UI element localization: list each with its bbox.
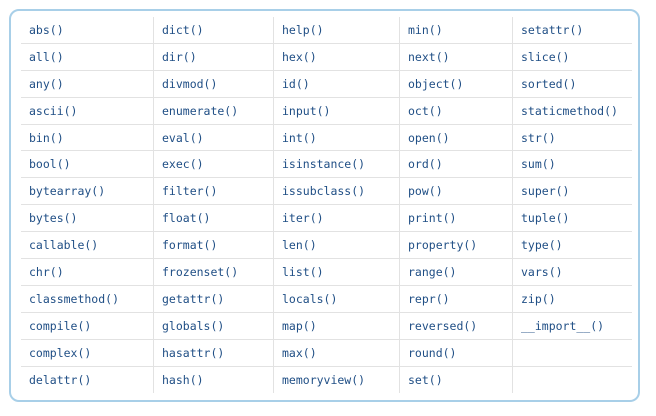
function-link-divmod[interactable]: divmod() — [154, 70, 274, 98]
function-link-staticmethod[interactable]: staticmethod() — [513, 98, 632, 125]
function-link-property[interactable]: property() — [400, 232, 513, 260]
function-link-type[interactable]: type() — [513, 232, 632, 260]
function-link-id[interactable]: id() — [274, 70, 400, 98]
function-link-format[interactable]: format() — [154, 232, 274, 260]
function-link-open[interactable]: open() — [400, 124, 513, 152]
function-link-input[interactable]: input() — [274, 97, 400, 125]
function-link-len[interactable]: len() — [274, 232, 400, 260]
builtin-functions-table: abs()dict()help()min()setattr() all()dir(… — [9, 9, 640, 402]
function-link-compile[interactable]: compile() — [21, 312, 154, 340]
function-link-bool[interactable]: bool() — [21, 151, 154, 179]
function-link-oct[interactable]: oct() — [400, 97, 513, 125]
function-link-chr[interactable]: chr() — [21, 259, 154, 286]
function-link-print[interactable]: print() — [400, 205, 513, 233]
function-link-callable[interactable]: callable() — [21, 232, 154, 260]
function-link-setattr[interactable]: setattr() — [513, 17, 632, 44]
function-link-sorted[interactable]: sorted() — [513, 71, 632, 98]
function-link-int[interactable]: int() — [274, 124, 400, 152]
function-link-bytearray[interactable]: bytearray() — [21, 178, 154, 206]
function-link-zip[interactable]: zip() — [513, 286, 632, 313]
function-link-slice[interactable]: slice() — [513, 44, 632, 71]
function-link-repr[interactable]: repr() — [400, 285, 513, 313]
function-link-delattr[interactable]: delattr() — [21, 366, 154, 394]
function-link-set[interactable]: set() — [400, 366, 513, 394]
function-link-round[interactable]: round() — [400, 339, 513, 367]
function-link-str[interactable]: str() — [513, 125, 632, 152]
function-link-filter[interactable]: filter() — [154, 178, 274, 206]
function-link-bin[interactable]: bin() — [21, 124, 154, 152]
function-link-locals[interactable]: locals() — [274, 285, 400, 313]
function-link-iter[interactable]: iter() — [274, 205, 400, 233]
function-link-eval[interactable]: eval() — [154, 124, 274, 152]
function-link-complex[interactable]: complex() — [21, 339, 154, 367]
empty-cell — [513, 340, 632, 367]
function-link-min[interactable]: min() — [400, 17, 513, 44]
function-link-any[interactable]: any() — [21, 70, 154, 98]
function-link-abs[interactable]: abs() — [21, 17, 154, 44]
function-link-globals[interactable]: globals() — [154, 312, 274, 340]
function-link-next[interactable]: next() — [400, 43, 513, 71]
function-link-bytes[interactable]: bytes() — [21, 205, 154, 233]
function-link-sum[interactable]: sum() — [513, 151, 632, 179]
function-link-tuple[interactable]: tuple() — [513, 205, 632, 233]
function-link-range[interactable]: range() — [400, 259, 513, 286]
function-link-frozenset[interactable]: frozenset() — [154, 259, 274, 286]
function-link-dir[interactable]: dir() — [154, 43, 274, 71]
function-link-import[interactable]: __import__() — [513, 313, 632, 340]
function-link-exec[interactable]: exec() — [154, 151, 274, 179]
function-link-isinstance[interactable]: isinstance() — [274, 151, 400, 179]
function-link-hash[interactable]: hash() — [154, 366, 274, 394]
function-link-classmethod[interactable]: classmethod() — [21, 285, 154, 313]
function-link-hasattr[interactable]: hasattr() — [154, 339, 274, 367]
function-link-max[interactable]: max() — [274, 339, 400, 367]
function-link-float[interactable]: float() — [154, 205, 274, 233]
function-link-dict[interactable]: dict() — [154, 17, 274, 44]
function-link-list[interactable]: list() — [274, 259, 400, 286]
function-link-memoryview[interactable]: memoryview() — [274, 366, 400, 394]
function-link-hex[interactable]: hex() — [274, 43, 400, 71]
function-link-issubclass[interactable]: issubclass() — [274, 178, 400, 206]
empty-cell — [513, 367, 632, 394]
function-link-object[interactable]: object() — [400, 70, 513, 98]
function-link-help[interactable]: help() — [274, 17, 400, 44]
function-link-all[interactable]: all() — [21, 43, 154, 71]
function-link-getattr[interactable]: getattr() — [154, 285, 274, 313]
function-link-map[interactable]: map() — [274, 312, 400, 340]
function-link-vars[interactable]: vars() — [513, 259, 632, 286]
function-link-ascii[interactable]: ascii() — [21, 97, 154, 125]
function-link-ord[interactable]: ord() — [400, 151, 513, 179]
functions-grid: abs()dict()help()min()setattr() all()dir(… — [21, 17, 632, 394]
function-link-pow[interactable]: pow() — [400, 178, 513, 206]
function-link-super[interactable]: super() — [513, 178, 632, 206]
function-link-enumerate[interactable]: enumerate() — [154, 97, 274, 125]
function-link-reversed[interactable]: reversed() — [400, 312, 513, 340]
